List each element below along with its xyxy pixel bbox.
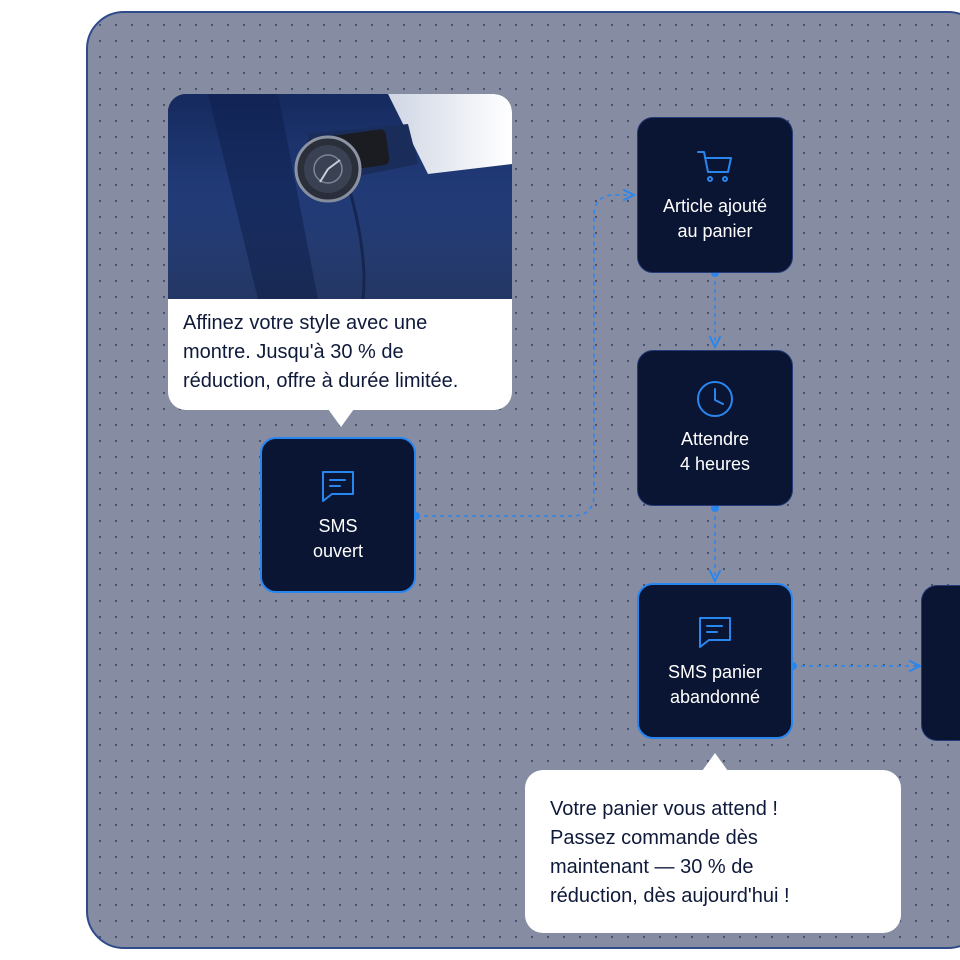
node-label: Article ajouté au panier <box>662 196 768 241</box>
node-wait[interactable]: Attendre 4 heures <box>637 350 793 506</box>
watch-photo <box>168 94 512 299</box>
watch-promo-bubble[interactable]: Affinez votre style avec une montre. Jus… <box>168 94 512 427</box>
bubble-tail <box>702 753 728 771</box>
bubble-tail <box>328 409 354 427</box>
node-label: Attendre 4 heures <box>679 429 751 474</box>
message-icon <box>699 617 731 648</box>
watch-promo-text: Affinez votre style avec une montre. Jus… <box>183 312 459 392</box>
cart-reminder-bubble[interactable]: Votre panier vous attend ! Passez comman… <box>525 753 901 933</box>
cart-icon <box>697 151 732 182</box>
node-label: SMS panier abandonné <box>667 662 763 707</box>
watch-photo-illustration <box>168 94 512 299</box>
node-sms-opened[interactable]: SMS ouvert <box>260 437 416 593</box>
cart-reminder-text: Votre panier vous attend ! Passez comman… <box>550 798 790 907</box>
clock-icon <box>697 381 733 417</box>
node-label: SMS ouvert <box>312 516 364 561</box>
message-icon <box>322 471 354 502</box>
node-abandoned-cart-sms[interactable]: SMS panier abandonné <box>637 583 793 739</box>
node-article-added[interactable]: Article ajouté au panier <box>637 117 793 273</box>
node-next-step[interactable] <box>921 585 960 741</box>
